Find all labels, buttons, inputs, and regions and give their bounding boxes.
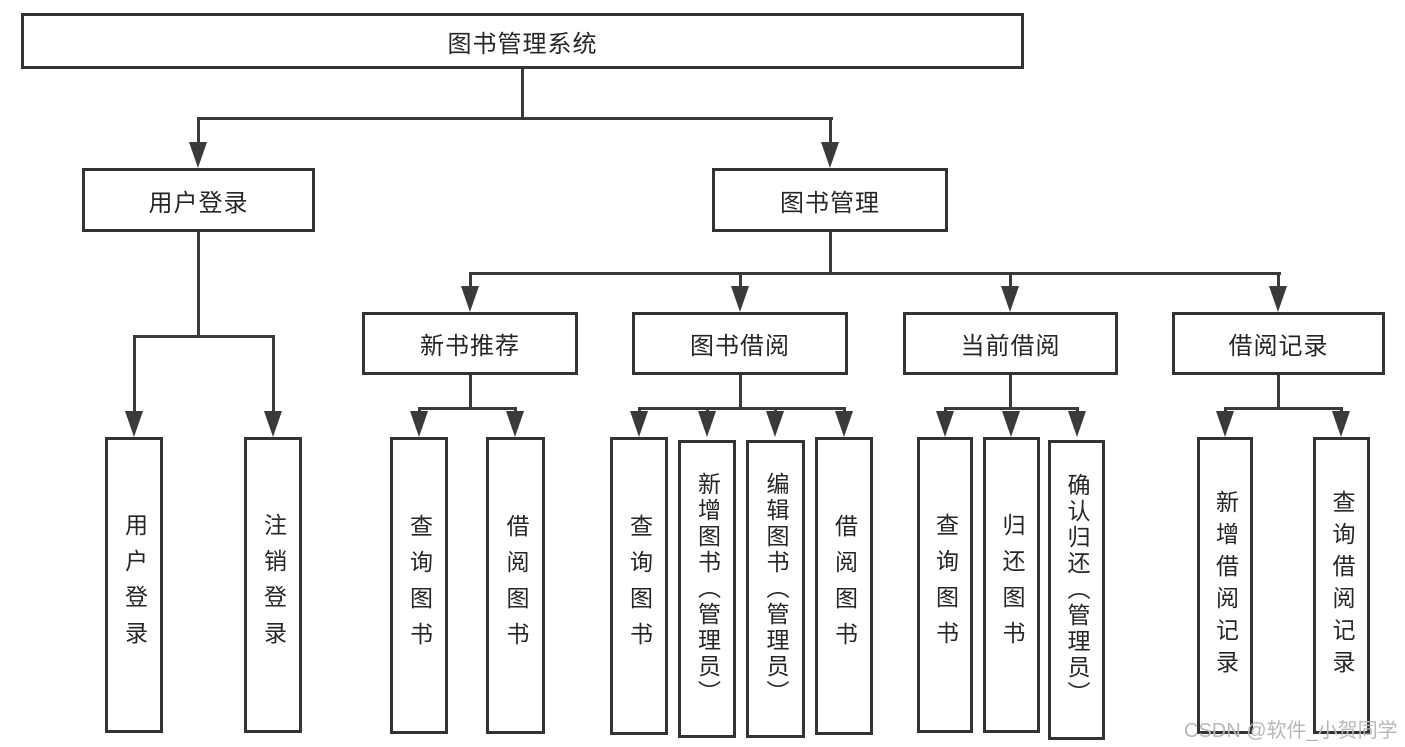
connector-line xyxy=(739,373,742,410)
connector-line xyxy=(944,407,1078,410)
leaf-borrow-books: 借阅图书 xyxy=(815,437,873,735)
leaf-logout: 注销登录 xyxy=(244,437,302,733)
leaf-edit-book-admin: 编辑图书（管理员） xyxy=(746,440,805,738)
leaf-add-book-admin-label: 新增图书（管理员） xyxy=(694,472,721,706)
leaf-query-books: 查询图书 xyxy=(917,437,973,733)
arrow-down-icon xyxy=(410,411,428,437)
leaf-query-books: 查询图书 xyxy=(390,437,448,734)
connector-line xyxy=(133,335,275,338)
connector-line xyxy=(638,407,846,410)
connector-line xyxy=(829,117,832,146)
leaf-user-login: 用户登录 xyxy=(105,437,163,733)
connector-line xyxy=(272,335,275,417)
leaf-add-borrow-record-label: 新增借阅记录 xyxy=(1212,489,1239,682)
arrow-down-icon xyxy=(630,411,648,437)
connector-line xyxy=(1224,407,1343,410)
arrow-down-icon xyxy=(1332,411,1350,437)
csdn-watermark: CSDN @软件_小贺同学 xyxy=(1184,720,1398,742)
leaf-borrow-books-label: 借阅图书 xyxy=(831,514,858,658)
arrow-down-icon xyxy=(766,411,784,437)
leaf-borrow-books: 借阅图书 xyxy=(486,437,545,734)
node-current-borrowing: 当前借阅 xyxy=(903,312,1118,375)
leaf-add-book-admin: 新增图书（管理员） xyxy=(678,440,736,738)
leaf-query-books: 查询图书 xyxy=(610,437,668,735)
arrow-down-icon xyxy=(936,411,954,437)
connector-line xyxy=(469,272,1281,275)
arrow-down-icon xyxy=(461,286,479,312)
connector-line xyxy=(1277,373,1280,410)
connector-line xyxy=(521,66,524,119)
connector-line xyxy=(133,335,136,417)
arrow-down-icon xyxy=(835,411,853,437)
node-borrowing-records: 借阅记录 xyxy=(1172,312,1385,375)
node-user-login: 用户登录 xyxy=(82,168,315,232)
leaf-return-books-label: 归还图书 xyxy=(999,513,1025,657)
connector-line xyxy=(1009,272,1012,290)
leaf-logout-label: 注销登录 xyxy=(260,513,287,657)
arrow-down-icon xyxy=(189,142,207,168)
connector-line xyxy=(739,272,742,290)
connector-line xyxy=(418,407,517,410)
leaf-query-borrow-record-label: 查询借阅记录 xyxy=(1329,489,1355,682)
leaf-query-books-label: 查询图书 xyxy=(406,513,433,658)
arrow-down-icon xyxy=(125,411,143,437)
leaf-user-login-label: 用户登录 xyxy=(121,513,148,657)
leaf-query-borrow-record: 查询借阅记录 xyxy=(1313,437,1370,734)
leaf-edit-book-admin-label: 编辑图书（管理员） xyxy=(763,472,789,706)
arrow-down-icon xyxy=(821,142,839,168)
arrow-down-icon xyxy=(1002,411,1020,437)
connector-line xyxy=(197,117,200,146)
arrow-down-icon xyxy=(1001,286,1019,312)
leaf-add-borrow-record: 新增借阅记录 xyxy=(1197,437,1253,734)
leaf-query-books-label: 查询图书 xyxy=(626,514,653,658)
arrow-down-icon xyxy=(1269,286,1287,312)
node-book-management: 图书管理 xyxy=(712,168,948,232)
leaf-borrow-books-label: 借阅图书 xyxy=(503,513,529,658)
connector-line xyxy=(1277,272,1280,290)
arrow-down-icon xyxy=(1216,411,1234,437)
arrow-down-icon xyxy=(731,286,749,312)
arrow-down-icon xyxy=(698,411,716,437)
connector-line xyxy=(469,373,472,410)
node-root: 图书管理系统 xyxy=(21,13,1024,69)
connector-line xyxy=(197,230,200,336)
arrow-down-icon xyxy=(1068,411,1086,437)
leaf-return-books: 归还图书 xyxy=(983,437,1040,733)
connector-line xyxy=(469,272,472,290)
arrow-down-icon xyxy=(264,411,282,437)
connector-line xyxy=(197,117,833,120)
arrow-down-icon xyxy=(506,411,524,437)
node-book-borrowing: 图书借阅 xyxy=(632,312,848,375)
connector-line xyxy=(1009,373,1012,410)
connector-line xyxy=(829,230,832,275)
leaf-query-books-label: 查询图书 xyxy=(932,513,959,657)
leaf-confirm-return-admin: 确认归还（管理员） xyxy=(1048,440,1105,740)
leaf-confirm-return-admin-label: 确认归还（管理员） xyxy=(1064,473,1090,707)
node-new-book-recommend: 新书推荐 xyxy=(362,312,578,375)
